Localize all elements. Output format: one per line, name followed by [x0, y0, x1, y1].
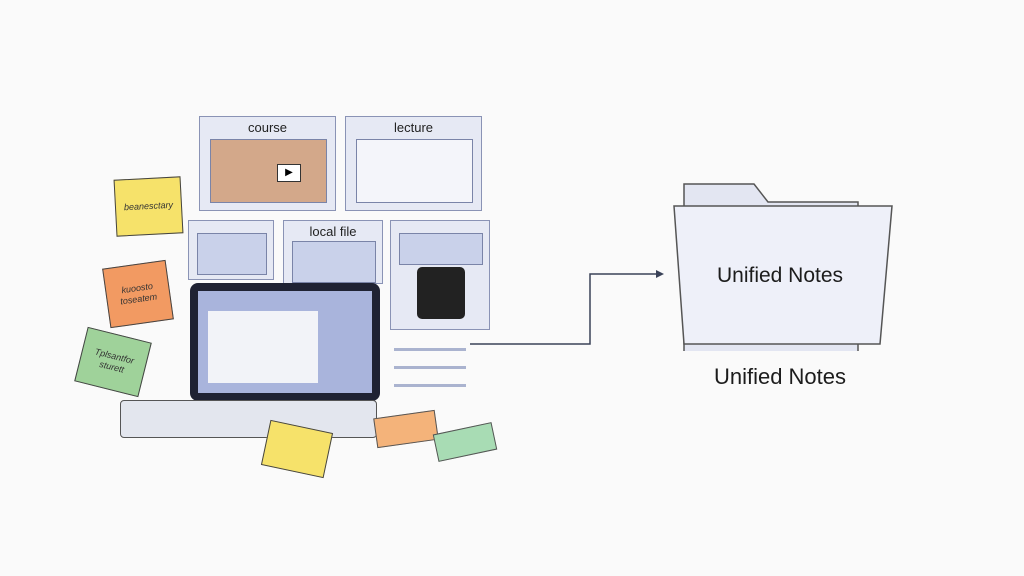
course-window: course ▶: [199, 116, 336, 211]
tablet: [417, 267, 465, 319]
folder-label: Unified Notes: [716, 264, 844, 287]
local-file-window: local file: [283, 220, 383, 284]
play-icon[interactable]: ▶: [277, 164, 301, 182]
lecture-screen: [356, 139, 473, 203]
lecture-title: lecture: [393, 120, 434, 135]
sticky-note-orange: kuoosto toseatem: [102, 259, 174, 329]
local-file-title: local file: [309, 224, 357, 239]
laptop: [190, 283, 380, 401]
folder-caption: Unified Notes: [713, 364, 847, 389]
laptop-base: [120, 400, 377, 438]
sticky-note-green: Tplsantfor sturett: [74, 326, 152, 398]
course-title: course: [247, 120, 288, 135]
arrow: [470, 270, 664, 345]
tablet-window: [390, 220, 490, 330]
thumb-window: [188, 220, 274, 280]
card-stack: [373, 409, 439, 449]
card-stack-green: [432, 422, 498, 462]
folder-icon: [673, 183, 893, 351]
sticky-note-yellow: beanesctary: [113, 176, 184, 237]
video-thumbnail: ▶: [210, 139, 327, 203]
lecture-window: lecture: [345, 116, 482, 211]
